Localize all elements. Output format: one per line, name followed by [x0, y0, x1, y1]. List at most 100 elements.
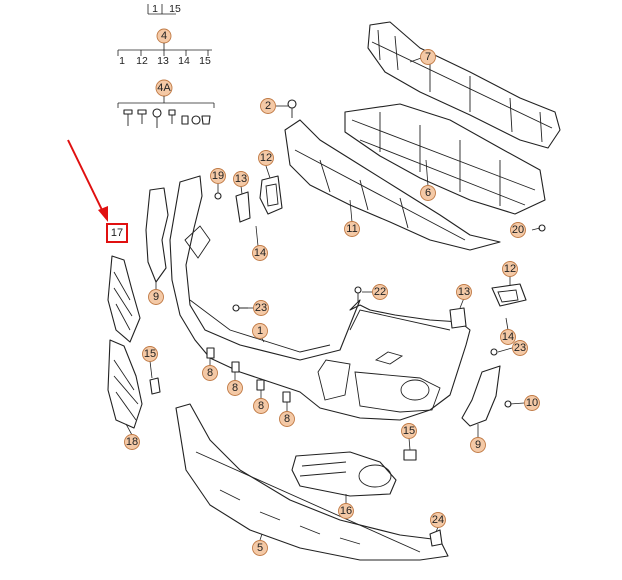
callout-badge-b6[interactable]: 6 [420, 185, 436, 201]
callout-badge-circle [124, 434, 140, 450]
highlight-label: 17 [111, 227, 123, 239]
callout-badge-b12b[interactable]: 12 [502, 261, 518, 277]
callout-badge-label: 9 [475, 439, 481, 451]
callout-badge-label: 8 [232, 382, 238, 394]
callout-badge-circle [233, 171, 249, 187]
callout-badge-circle [502, 261, 518, 277]
cap-part-13-left [235, 191, 251, 223]
top-reference-group: 1 15 [147, 3, 181, 15]
callout-badge-circle [142, 346, 158, 362]
callout-badge-label: 23 [514, 342, 526, 354]
group-4-ref-2: 12 [136, 55, 148, 67]
callout-badge-circle [430, 512, 446, 528]
callout-badge-label: 9 [153, 291, 159, 303]
callout-badge-b8c[interactable]: 8 [253, 398, 269, 414]
callout-badge-circle [524, 395, 540, 411]
callout-badge-label: 10 [526, 397, 538, 409]
callout-badge-b13a[interactable]: 13 [233, 171, 249, 187]
cover-part-12-right [491, 283, 527, 307]
callout-badge-b23a[interactable]: 23 [253, 300, 269, 316]
callout-badge-b19[interactable]: 19 [210, 168, 226, 184]
callout-badge-b2[interactable]: 2 [260, 98, 276, 114]
callout-badge-circle [210, 168, 226, 184]
callout-badge-circle [260, 98, 276, 114]
callout-badge-label: 15 [403, 425, 415, 437]
badge-4a[interactable]: 4A [155, 79, 173, 97]
svg-text:4: 4 [161, 30, 167, 42]
callout-badge-b8d[interactable]: 8 [279, 411, 295, 427]
cap-part-12-upper [259, 175, 283, 215]
callout-badge-label: 23 [255, 302, 267, 314]
group-4-ref-5: 15 [199, 55, 211, 67]
callout-badge-label: 14 [254, 247, 266, 259]
fastener-set-icon [123, 108, 211, 128]
highlight-box-17[interactable]: 17 [106, 223, 128, 243]
callout-badge-circle [510, 222, 526, 238]
callout-badge-b7[interactable]: 7 [420, 49, 436, 65]
callout-badge-b9b[interactable]: 9 [470, 437, 486, 453]
highlight-arrow [67, 139, 108, 222]
callout-badge-label: 5 [257, 542, 263, 554]
callout-badge-label: 24 [432, 514, 444, 526]
callout-badge-circle [456, 284, 472, 300]
top-group-ref-2: 15 [169, 3, 181, 15]
callout-badge-b24[interactable]: 24 [430, 512, 446, 528]
callout-badge-circle [344, 221, 360, 237]
callout-badge-b11[interactable]: 11 [344, 221, 360, 237]
callout-badge-circle [420, 49, 436, 65]
callout-badge-circle [148, 289, 164, 305]
callout-badge-b1[interactable]: 1 [252, 323, 268, 339]
callout-badge-circle [202, 365, 218, 381]
callout-badge-circle [252, 323, 268, 339]
callout-badge-b23b[interactable]: 23 [512, 340, 528, 356]
callout-badge-b15a[interactable]: 15 [142, 346, 158, 362]
deflector-part-11 [284, 119, 501, 251]
callout-badge-circle [253, 300, 269, 316]
callout-badge-b15b[interactable]: 15 [401, 423, 417, 439]
callout-badge-b14a[interactable]: 14 [252, 245, 268, 261]
callout-badge-label: 18 [126, 436, 138, 448]
callout-badge-b22[interactable]: 22 [372, 284, 388, 300]
badge-4[interactable]: 4 [156, 28, 172, 44]
callout-badge-b5[interactable]: 5 [252, 540, 268, 556]
group-4a-callout: 4A [117, 79, 215, 128]
callout-badge-b18[interactable]: 18 [124, 434, 140, 450]
callout-badge-b8a[interactable]: 8 [202, 365, 218, 381]
callout-badge-label: 14 [502, 331, 514, 343]
callout-badge-label: 16 [340, 505, 352, 517]
callout-badge-label: 12 [504, 263, 516, 275]
fog-grille-part-16 [291, 451, 397, 497]
callout-badge-label: 1 [257, 325, 263, 337]
callout-badge-circle [253, 398, 269, 414]
undertray-part-6 [344, 103, 546, 215]
callout-badge-b14b[interactable]: 14 [500, 329, 516, 345]
callout-badge-label: 13 [458, 286, 470, 298]
callout-badge-label: 6 [425, 187, 431, 199]
callout-badge-circle [279, 411, 295, 427]
callout-badge-b9a[interactable]: 9 [148, 289, 164, 305]
callout-badge-label: 13 [235, 173, 247, 185]
callout-badge-b16[interactable]: 16 [338, 503, 354, 519]
callout-badge-circle [470, 437, 486, 453]
callout-badge-circle [252, 245, 268, 261]
callout-badge-b12a[interactable]: 12 [258, 150, 274, 166]
callout-badge-b10[interactable]: 10 [524, 395, 540, 411]
callout-badge-b13b[interactable]: 13 [456, 284, 472, 300]
callout-badge-circle [512, 340, 528, 356]
callout-badge-label: 8 [284, 413, 290, 425]
callout-badge-circle [500, 329, 516, 345]
callout-badge-circle [401, 423, 417, 439]
callout-badge-b20[interactable]: 20 [510, 222, 526, 238]
callout-badge-b8b[interactable]: 8 [227, 380, 243, 396]
callout-badge-circle [227, 380, 243, 396]
leader-lines [125, 56, 541, 541]
callout-badge-circle [258, 150, 274, 166]
callout-badge-circle [372, 284, 388, 300]
bracket-part-9-right [461, 365, 501, 427]
group-4-ref-1: 1 [119, 55, 125, 67]
top-group-ref-1: 1 [152, 3, 158, 15]
bumper-cover-part-1 [169, 175, 471, 421]
callout-badge-circle [338, 503, 354, 519]
group-4-callout: 4 1 12 13 14 15 [117, 28, 212, 67]
